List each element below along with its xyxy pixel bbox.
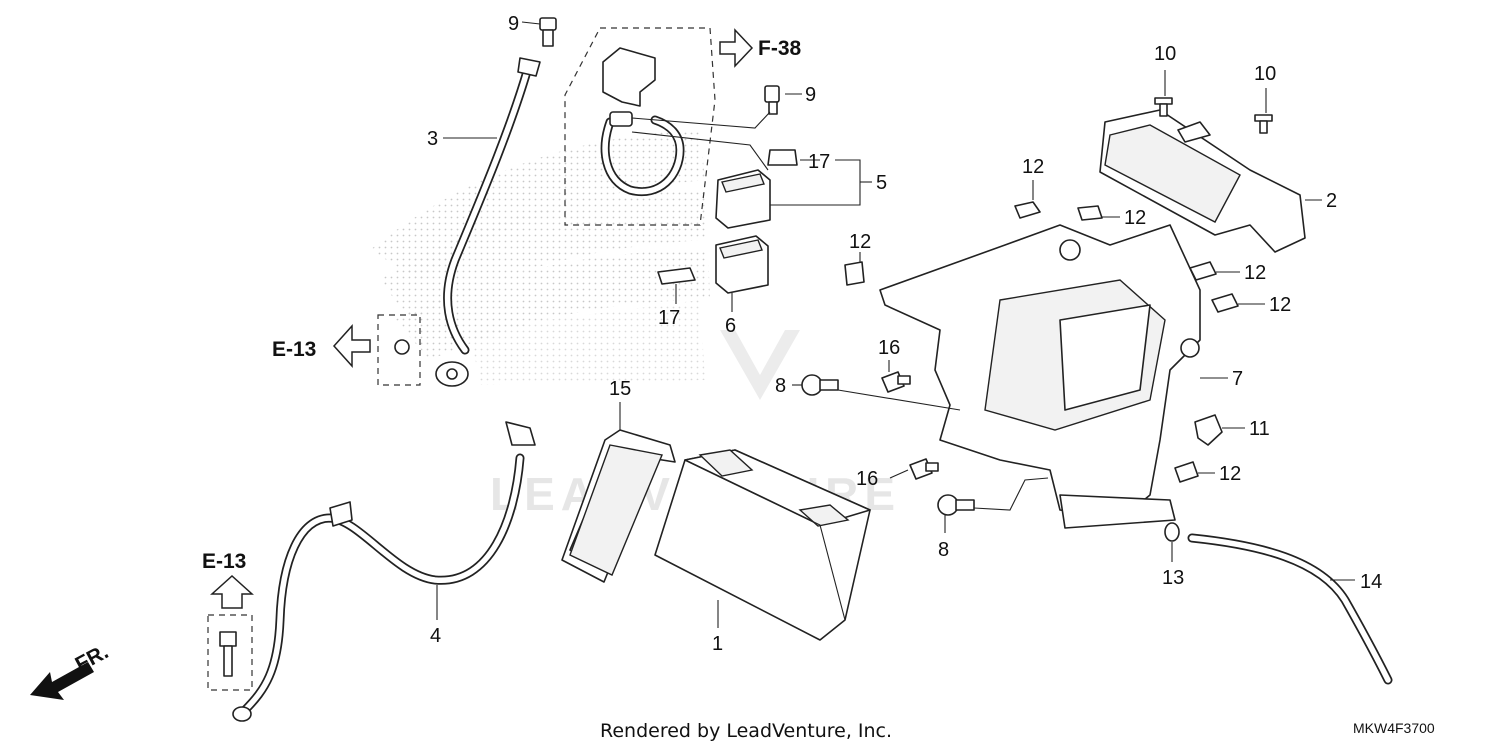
battery-1 — [654, 449, 871, 641]
f38-group — [564, 27, 716, 226]
ref-f38[interactable]: F-38 — [758, 37, 802, 60]
fuse-17-bottom — [657, 267, 696, 285]
e13-left-arrow — [332, 324, 371, 368]
clip-13 — [1164, 522, 1180, 542]
cover-2 — [1099, 109, 1306, 253]
front-direction-arrow: FR. — [30, 640, 112, 700]
callout-17a[interactable]: 17 — [808, 151, 830, 173]
tube-14 — [1187, 533, 1393, 685]
clip-12-d — [1189, 261, 1217, 281]
clip-12-b — [1077, 205, 1103, 221]
ref-e13-bottom[interactable]: E-13 — [202, 550, 246, 573]
bolt-9-mid — [764, 85, 780, 115]
callout-4[interactable]: 4 — [430, 625, 441, 647]
callout-9a[interactable]: 9 — [508, 13, 519, 35]
callout-5[interactable]: 5 — [876, 172, 887, 194]
clip-12-e — [1211, 293, 1239, 313]
screw-10-left — [1154, 97, 1173, 117]
clip-11 — [1194, 414, 1223, 446]
callout-15[interactable]: 15 — [609, 378, 631, 400]
bolt-e13-bottom — [219, 631, 237, 677]
battery-case-7 — [879, 224, 1201, 529]
callout-2[interactable]: 2 — [1326, 190, 1337, 212]
callout-9b[interactable]: 9 — [805, 84, 816, 106]
callout-7[interactable]: 7 — [1232, 368, 1243, 390]
e13-bottom-arrow — [210, 574, 254, 609]
relay-6 — [715, 235, 769, 294]
callout-1[interactable]: 1 — [712, 633, 723, 655]
bolt-8-upper — [801, 374, 839, 396]
callout-8b[interactable]: 8 — [938, 539, 949, 561]
callout-8a[interactable]: 8 — [775, 375, 786, 397]
callout-3[interactable]: 3 — [427, 128, 438, 150]
footer-credit: Rendered by LeadVenture, Inc. — [600, 720, 892, 742]
callout-11[interactable]: 11 — [1249, 418, 1270, 440]
battery-band-15 — [561, 429, 676, 583]
callout-10a[interactable]: 10 — [1154, 43, 1176, 65]
bolt-16-upper — [881, 371, 911, 393]
f38-arrow — [719, 28, 754, 68]
clip-12-a — [1014, 201, 1041, 219]
clip-12-c — [844, 261, 865, 286]
bolt-9-top — [539, 17, 557, 47]
bolt-8-lower — [937, 494, 975, 516]
callout-10b[interactable]: 10 — [1254, 63, 1276, 85]
callout-16a[interactable]: 16 — [878, 337, 900, 359]
bolt-16-lower — [909, 458, 939, 480]
callout-13[interactable]: 13 — [1162, 567, 1184, 589]
clip-12-f — [1174, 461, 1199, 483]
ref-e13-left[interactable]: E-13 — [272, 338, 316, 361]
watermark-logo — [370, 130, 800, 400]
callout-14[interactable]: 14 — [1360, 571, 1382, 593]
callout-12c[interactable]: 12 — [849, 231, 871, 253]
callout-12f[interactable]: 12 — [1219, 463, 1241, 485]
fuse-17-top — [767, 149, 798, 166]
relay-5 — [715, 169, 771, 229]
grommet-e13 — [394, 339, 410, 355]
callout-6[interactable]: 6 — [725, 315, 736, 337]
callout-12a[interactable]: 12 — [1022, 156, 1044, 178]
screw-10-right — [1254, 114, 1273, 134]
cable-4 — [232, 421, 536, 722]
cable-3 — [435, 57, 541, 387]
callout-17b[interactable]: 17 — [658, 307, 680, 329]
diagram-code: MKW4F3700 — [1353, 720, 1435, 736]
callout-12e[interactable]: 12 — [1269, 294, 1291, 316]
callout-12b[interactable]: 12 — [1124, 207, 1146, 229]
callout-16b[interactable]: 16 — [856, 468, 878, 490]
callout-12d[interactable]: 12 — [1244, 262, 1266, 284]
